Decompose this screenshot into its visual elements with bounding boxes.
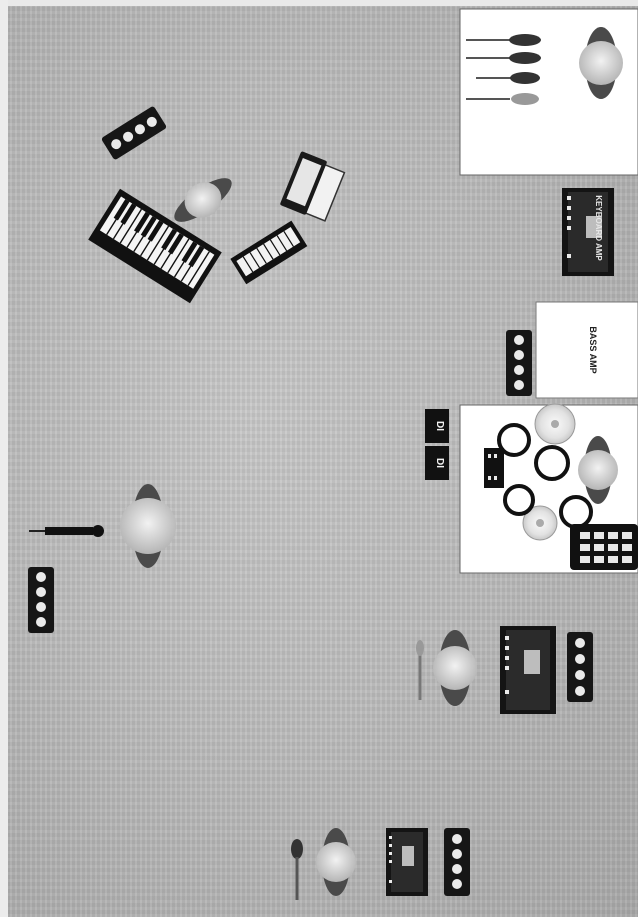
- power-outlet-icon: [506, 330, 532, 396]
- di-box-icon: DI: [425, 409, 449, 443]
- guitar-icon: [416, 640, 424, 700]
- laptop-icon: [280, 151, 346, 223]
- di-label: DI: [434, 421, 445, 431]
- bass-amp-panel: [536, 302, 638, 398]
- keyboard-icon: [230, 221, 307, 285]
- power-outlet-icon: [567, 632, 593, 702]
- performer-icon: [120, 484, 176, 568]
- guitar-riser-panel: [460, 9, 638, 175]
- guitar-amp-icon: [386, 828, 428, 896]
- power-outlet-icon: [28, 567, 54, 633]
- guitar-icon: [291, 839, 303, 900]
- drum-pad-icon: [570, 524, 638, 570]
- guitar-amp-icon: [500, 626, 556, 714]
- performer-icon: [316, 828, 356, 896]
- performer-icon: [433, 630, 477, 706]
- di-label: DI: [434, 458, 445, 468]
- di-box-icon: DI: [425, 446, 449, 480]
- power-outlet-icon: [444, 828, 470, 896]
- guitar-amp-icon: KEYBOARD AMP: [562, 188, 614, 276]
- vocal-mic-icon: [29, 525, 104, 537]
- bass-amp-panel-label: BASS AMP: [588, 326, 598, 373]
- performer-icon: [165, 167, 240, 234]
- power-outlet-icon: [101, 106, 167, 161]
- keyboard-amp-label: KEYBOARD AMP: [594, 195, 603, 261]
